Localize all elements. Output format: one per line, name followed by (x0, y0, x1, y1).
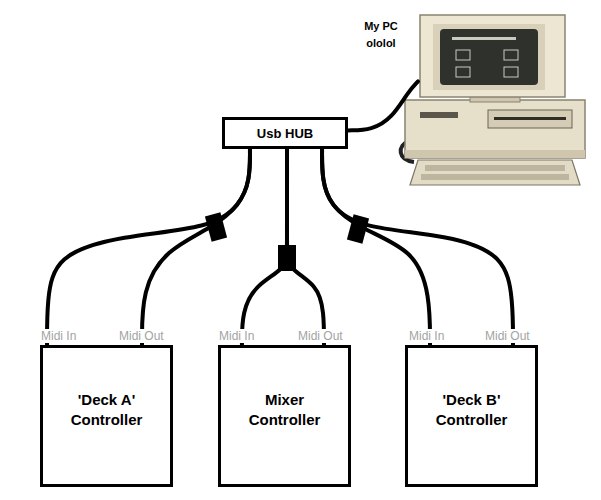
node-text: Usb HUB (257, 126, 313, 141)
port-label: Midi Out (118, 329, 165, 343)
screen-icon (456, 67, 470, 77)
cable-layer (47, 81, 513, 345)
port-label: Midi Out (484, 329, 531, 343)
splitter-plug (278, 245, 296, 271)
port-label: Midi In (40, 329, 77, 343)
screen-icon (504, 50, 518, 60)
usb-cable (322, 149, 513, 345)
cable-branch (322, 149, 430, 345)
node-text: 'Deck B' Controller (420, 390, 524, 431)
splitter-plug (347, 214, 369, 243)
front-badge (420, 112, 458, 118)
controller-box: Mixer Controller (218, 345, 351, 487)
usb-cable (348, 81, 418, 130)
keyboard-keys (421, 174, 569, 180)
system-unit-base (405, 150, 585, 158)
cable-branch (142, 149, 250, 345)
floppy-drive (488, 110, 572, 128)
splitter-plug (205, 212, 227, 241)
screen-line (452, 37, 516, 40)
monitor-screen (440, 29, 538, 85)
system-unit (405, 100, 585, 158)
computer-node: My PC ololol (418, 12, 568, 190)
cable-branch (47, 149, 250, 345)
screen-icon (504, 67, 518, 77)
port-label: Midi In (218, 329, 255, 343)
cable-branch (322, 149, 513, 345)
splitter-plugs (205, 212, 369, 271)
monitor-casing (420, 15, 565, 97)
node-text: My PC ololol (358, 18, 404, 51)
keyboard-keys (425, 165, 565, 171)
controller-box: 'Deck B' Controller (405, 345, 538, 487)
computer-illustration (401, 15, 585, 185)
usb-cable (242, 149, 324, 345)
usb-hub-box: Usb HUB (222, 117, 348, 149)
usb-cable (47, 149, 250, 345)
cable-branch (348, 81, 418, 130)
monitor-bezel (433, 24, 545, 90)
screen-icon (456, 50, 470, 60)
controller-box: 'Deck A' Controller (40, 345, 173, 487)
port-label: Midi Out (297, 329, 344, 343)
floppy-slot (494, 117, 566, 120)
node-text: Mixer Controller (233, 390, 337, 431)
node-text: 'Deck A' Controller (55, 390, 159, 431)
keyboard (410, 160, 580, 185)
port-label: Midi In (408, 329, 445, 343)
